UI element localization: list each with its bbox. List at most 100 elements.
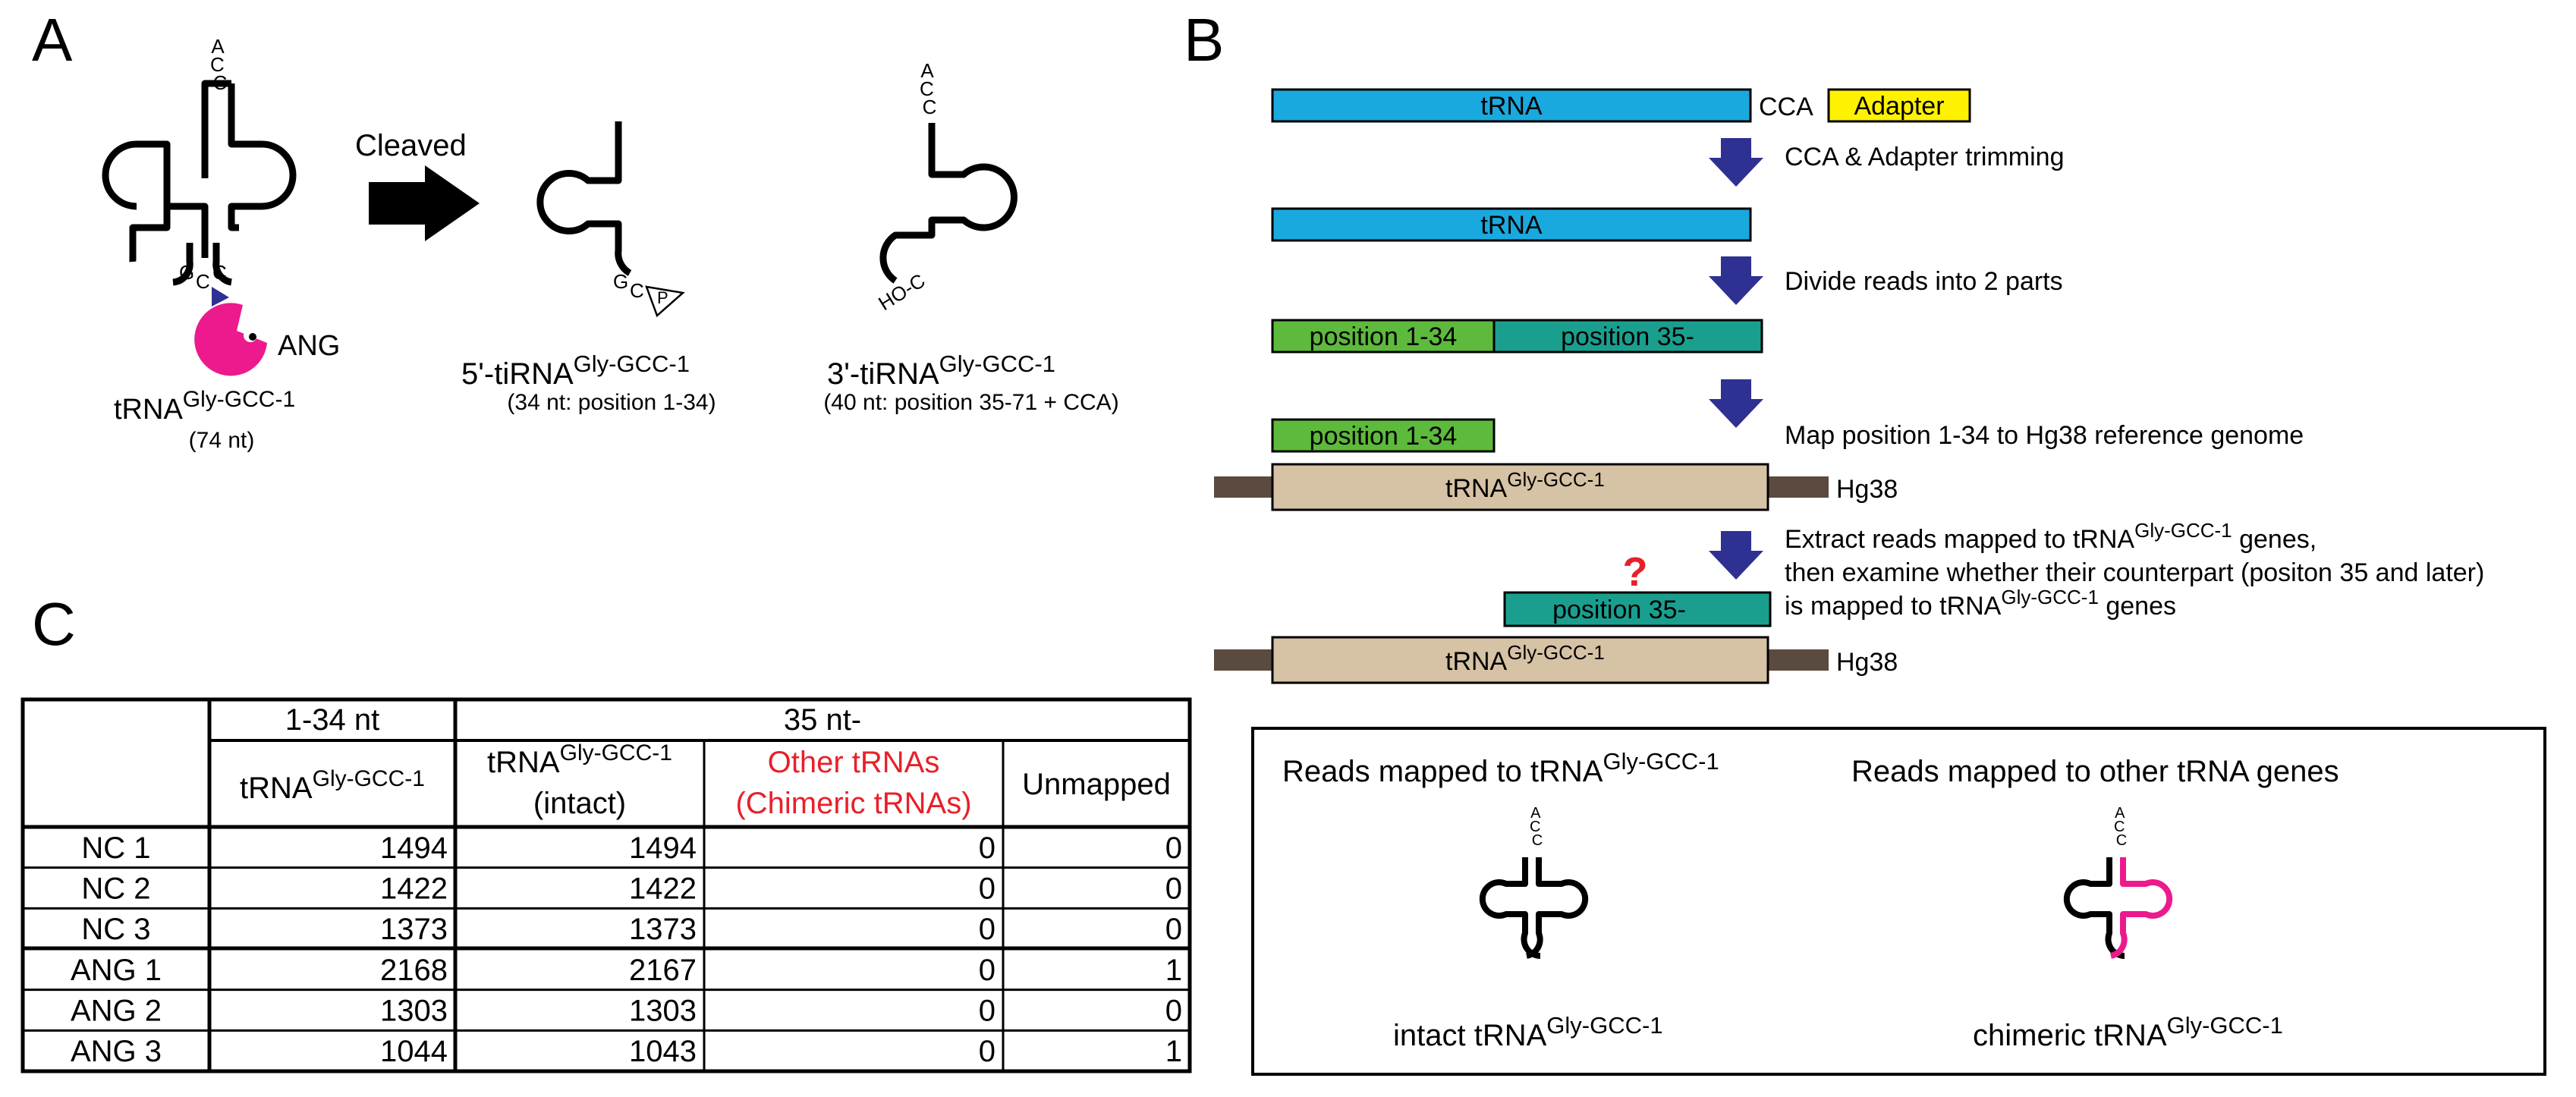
table-col2-header-sup: Gly-GCC-1 — [560, 740, 672, 765]
table-group2-header: 35 nt- — [784, 703, 861, 737]
table-cell: 0 — [979, 872, 995, 906]
part1-mapped-label: position 1-34 — [1310, 422, 1458, 451]
table-col1-header: tRNAGly-GCC-1 — [240, 766, 425, 805]
anticodon-c1: C — [196, 270, 210, 293]
table-cell: 1303 — [629, 995, 697, 1028]
legend-left-title: Reads mapped to tRNAGly-GCC-1 — [1282, 748, 1719, 788]
table-cell: 1044 — [380, 1035, 448, 1068]
step2-text: Divide reads into 2 parts — [1785, 267, 2063, 296]
chimeric-acc-c1: C — [2114, 819, 2125, 835]
three-acc-c2: C — [923, 96, 937, 118]
gene2-flank-right — [1768, 649, 1829, 671]
table-row-label: ANG 3 — [71, 1035, 162, 1068]
trna-bar-trimmed — [1271, 207, 1752, 242]
table-cell: 1422 — [629, 872, 697, 906]
panel-a-label: A — [32, 6, 73, 74]
three-tirna-desc: (40 nt: position 35-71 + CCA) — [823, 390, 1118, 415]
step4-line3-pre: is mapped to tRNA — [1785, 592, 2002, 621]
cleaved-label: Cleaved — [355, 129, 467, 162]
table-row-label: NC 1 — [81, 831, 150, 865]
legend-right-caption-sup: Gly-GCC-1 — [2167, 1012, 2283, 1039]
table-col1-header-pre: tRNA — [240, 772, 313, 805]
full-trna-structure — [102, 80, 297, 286]
legend-left-title-pre: Reads mapped to tRNA — [1282, 755, 1603, 788]
intact-trna-icon — [1479, 857, 1589, 959]
trna-bar-trimmed-label: tRNA — [1480, 211, 1543, 240]
table-cell: 0 — [979, 1035, 995, 1068]
gene1-label: tRNAGly-GCC-1 — [1445, 468, 1605, 503]
full-trna-length: (74 nt) — [189, 428, 255, 453]
hg38-label-2: Hg38 — [1836, 648, 1898, 677]
table-col2-header-pre: tRNA — [487, 746, 560, 779]
legend-right-caption: chimeric tRNAGly-GCC-1 — [1973, 1012, 2283, 1052]
gene1-label-sup: Gly-GCC-1 — [1507, 468, 1605, 491]
gene2-label-sup: Gly-GCC-1 — [1507, 641, 1605, 664]
step4-arrow-icon — [1709, 531, 1763, 580]
legend-left-caption-pre: intact tRNA — [1393, 1019, 1547, 1052]
full-acc-c2: C — [213, 71, 228, 94]
table-col1-header-sup: Gly-GCC-1 — [313, 766, 425, 791]
part2-query-bar — [1503, 591, 1772, 627]
part2-bar — [1492, 319, 1763, 354]
table-row-label: ANG 2 — [71, 995, 162, 1028]
panel-b-label: B — [1184, 6, 1224, 74]
table-cell: 0 — [1165, 831, 1182, 865]
cleavage-triangle-icon — [212, 287, 229, 306]
part2-query-label: position 35- — [1552, 596, 1686, 624]
intact-acc-a: A — [1530, 805, 1541, 822]
table-col4-header: Unmapped — [1022, 768, 1171, 801]
three-tirna-name: 3'-tiRNAGly-GCC-1 — [827, 350, 1055, 391]
step3-text: Map position 1-34 to Hg38 reference geno… — [1785, 421, 2304, 450]
cca-label: CCA — [1759, 93, 1813, 121]
adapter-label: Adapter — [1854, 92, 1944, 121]
ang-label: ANG — [278, 330, 340, 362]
step4-line2: then examine whether their counterpart (… — [1785, 558, 2484, 587]
full-acc-a: A — [211, 35, 225, 58]
step4-line1: Extract reads mapped to tRNAGly-GCC-1 ge… — [1785, 519, 2317, 554]
table-cell: 1303 — [380, 995, 448, 1028]
legend-right-title: Reads mapped to other tRNA genes — [1851, 755, 2339, 788]
table-cell: 0 — [1165, 995, 1182, 1028]
part1-bar — [1271, 319, 1496, 354]
five-tirna-name-sup: Gly-GCC-1 — [574, 350, 690, 377]
table-border — [20, 697, 1192, 1073]
gene2-flank-left — [1214, 649, 1272, 671]
legend-border — [1251, 727, 2546, 1076]
table-cell: 0 — [1165, 872, 1182, 906]
part2-label: position 35- — [1561, 322, 1694, 351]
panel-c: C 1-34 nt 35 nt- tRNAGly-GCC-1 tRNAGly-G… — [20, 590, 1192, 1073]
three-ho-label: HO-C — [874, 269, 929, 315]
full-acc-c1: C — [210, 53, 225, 76]
five-tirna-name-main: 5'-tiRNA — [461, 357, 574, 391]
table-row-label: ANG 1 — [71, 954, 162, 987]
chimeric-trna-icon — [2063, 857, 2173, 959]
question-mark: ? — [1623, 549, 1648, 595]
step4-line1-pre: Extract reads mapped to tRNA — [1785, 525, 2134, 554]
legend-left-caption: intact tRNAGly-GCC-1 — [1393, 1012, 1663, 1052]
legend-right-caption-pre: chimeric tRNA — [1973, 1019, 2167, 1052]
table-cell: 1422 — [380, 872, 448, 906]
five-tirna-structure — [536, 121, 632, 276]
panel-a: A A C C G C C ANG tRNAGly-GCC-1 (74 n — [32, 6, 1119, 453]
anticodon-c2: C — [212, 261, 227, 284]
gene1-label-main: tRNA — [1445, 474, 1508, 503]
five-c: C — [630, 279, 644, 302]
trna-bar-raw-label: tRNA — [1480, 92, 1543, 121]
three-tirna-name-sup: Gly-GCC-1 — [939, 350, 1055, 377]
three-tirna-structure — [879, 123, 1018, 284]
gene1-flank-left — [1214, 476, 1272, 498]
table-col2-header-line2: (intact) — [533, 787, 626, 820]
step1-arrow-icon — [1709, 138, 1763, 187]
gene2-box — [1271, 636, 1769, 684]
table-col3-header-line1: Other tRNAs — [768, 746, 940, 779]
gene2-label: tRNAGly-GCC-1 — [1445, 641, 1605, 676]
table-cell: 0 — [979, 995, 995, 1028]
full-trna-name: tRNAGly-GCC-1 — [114, 387, 295, 426]
three-acc: A C C — [920, 59, 939, 118]
hg38-label-1: Hg38 — [1836, 475, 1898, 504]
legend-left-caption-sup: Gly-GCC-1 — [1546, 1012, 1662, 1039]
table-cell: 2168 — [380, 954, 448, 987]
full-acc: A C C — [210, 35, 230, 94]
part1-label: position 1-34 — [1310, 322, 1458, 351]
trna-bar-raw — [1271, 88, 1752, 123]
